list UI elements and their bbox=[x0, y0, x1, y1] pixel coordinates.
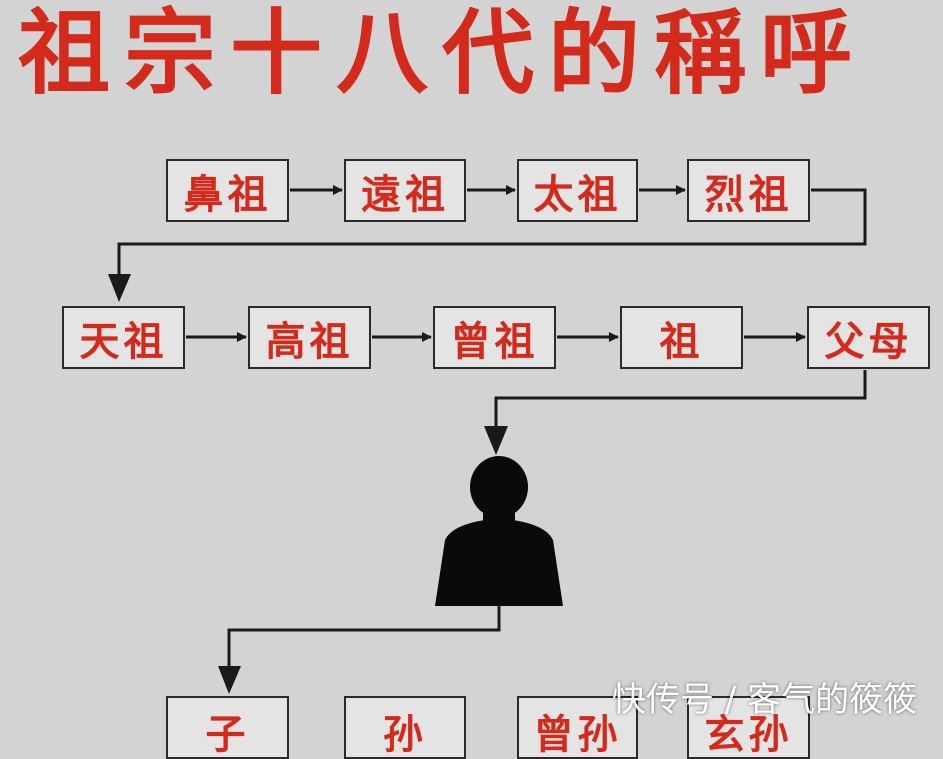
connector-self-children bbox=[227, 606, 501, 668]
watermark: 快传号 / 客气的筱筱 bbox=[612, 680, 918, 720]
arrowhead-down-2 bbox=[484, 426, 508, 455]
flow-arrows bbox=[108, 185, 867, 694]
node-tianzu: 天祖 bbox=[62, 306, 185, 369]
node-gaozu: 高祖 bbox=[248, 306, 371, 369]
node-zengzu: 曾祖 bbox=[433, 306, 556, 369]
node-bizu: 鼻祖 bbox=[166, 159, 289, 222]
node-taizu: 太祖 bbox=[517, 159, 638, 222]
connector-row1-row2 bbox=[117, 188, 867, 276]
node-yuanzu: 遠祖 bbox=[344, 159, 466, 222]
connector-parents-self bbox=[494, 370, 867, 428]
arrowhead-down-3 bbox=[218, 666, 241, 694]
node-fumu: 父母 bbox=[807, 306, 930, 369]
node-liezu: 烈祖 bbox=[687, 159, 810, 222]
page-title: 祖宗十八代的稱呼 bbox=[18, 0, 867, 107]
arrowhead-down-1 bbox=[108, 274, 131, 302]
node-zu: 祖 bbox=[620, 306, 743, 369]
person-silhouette-icon bbox=[435, 456, 563, 606]
